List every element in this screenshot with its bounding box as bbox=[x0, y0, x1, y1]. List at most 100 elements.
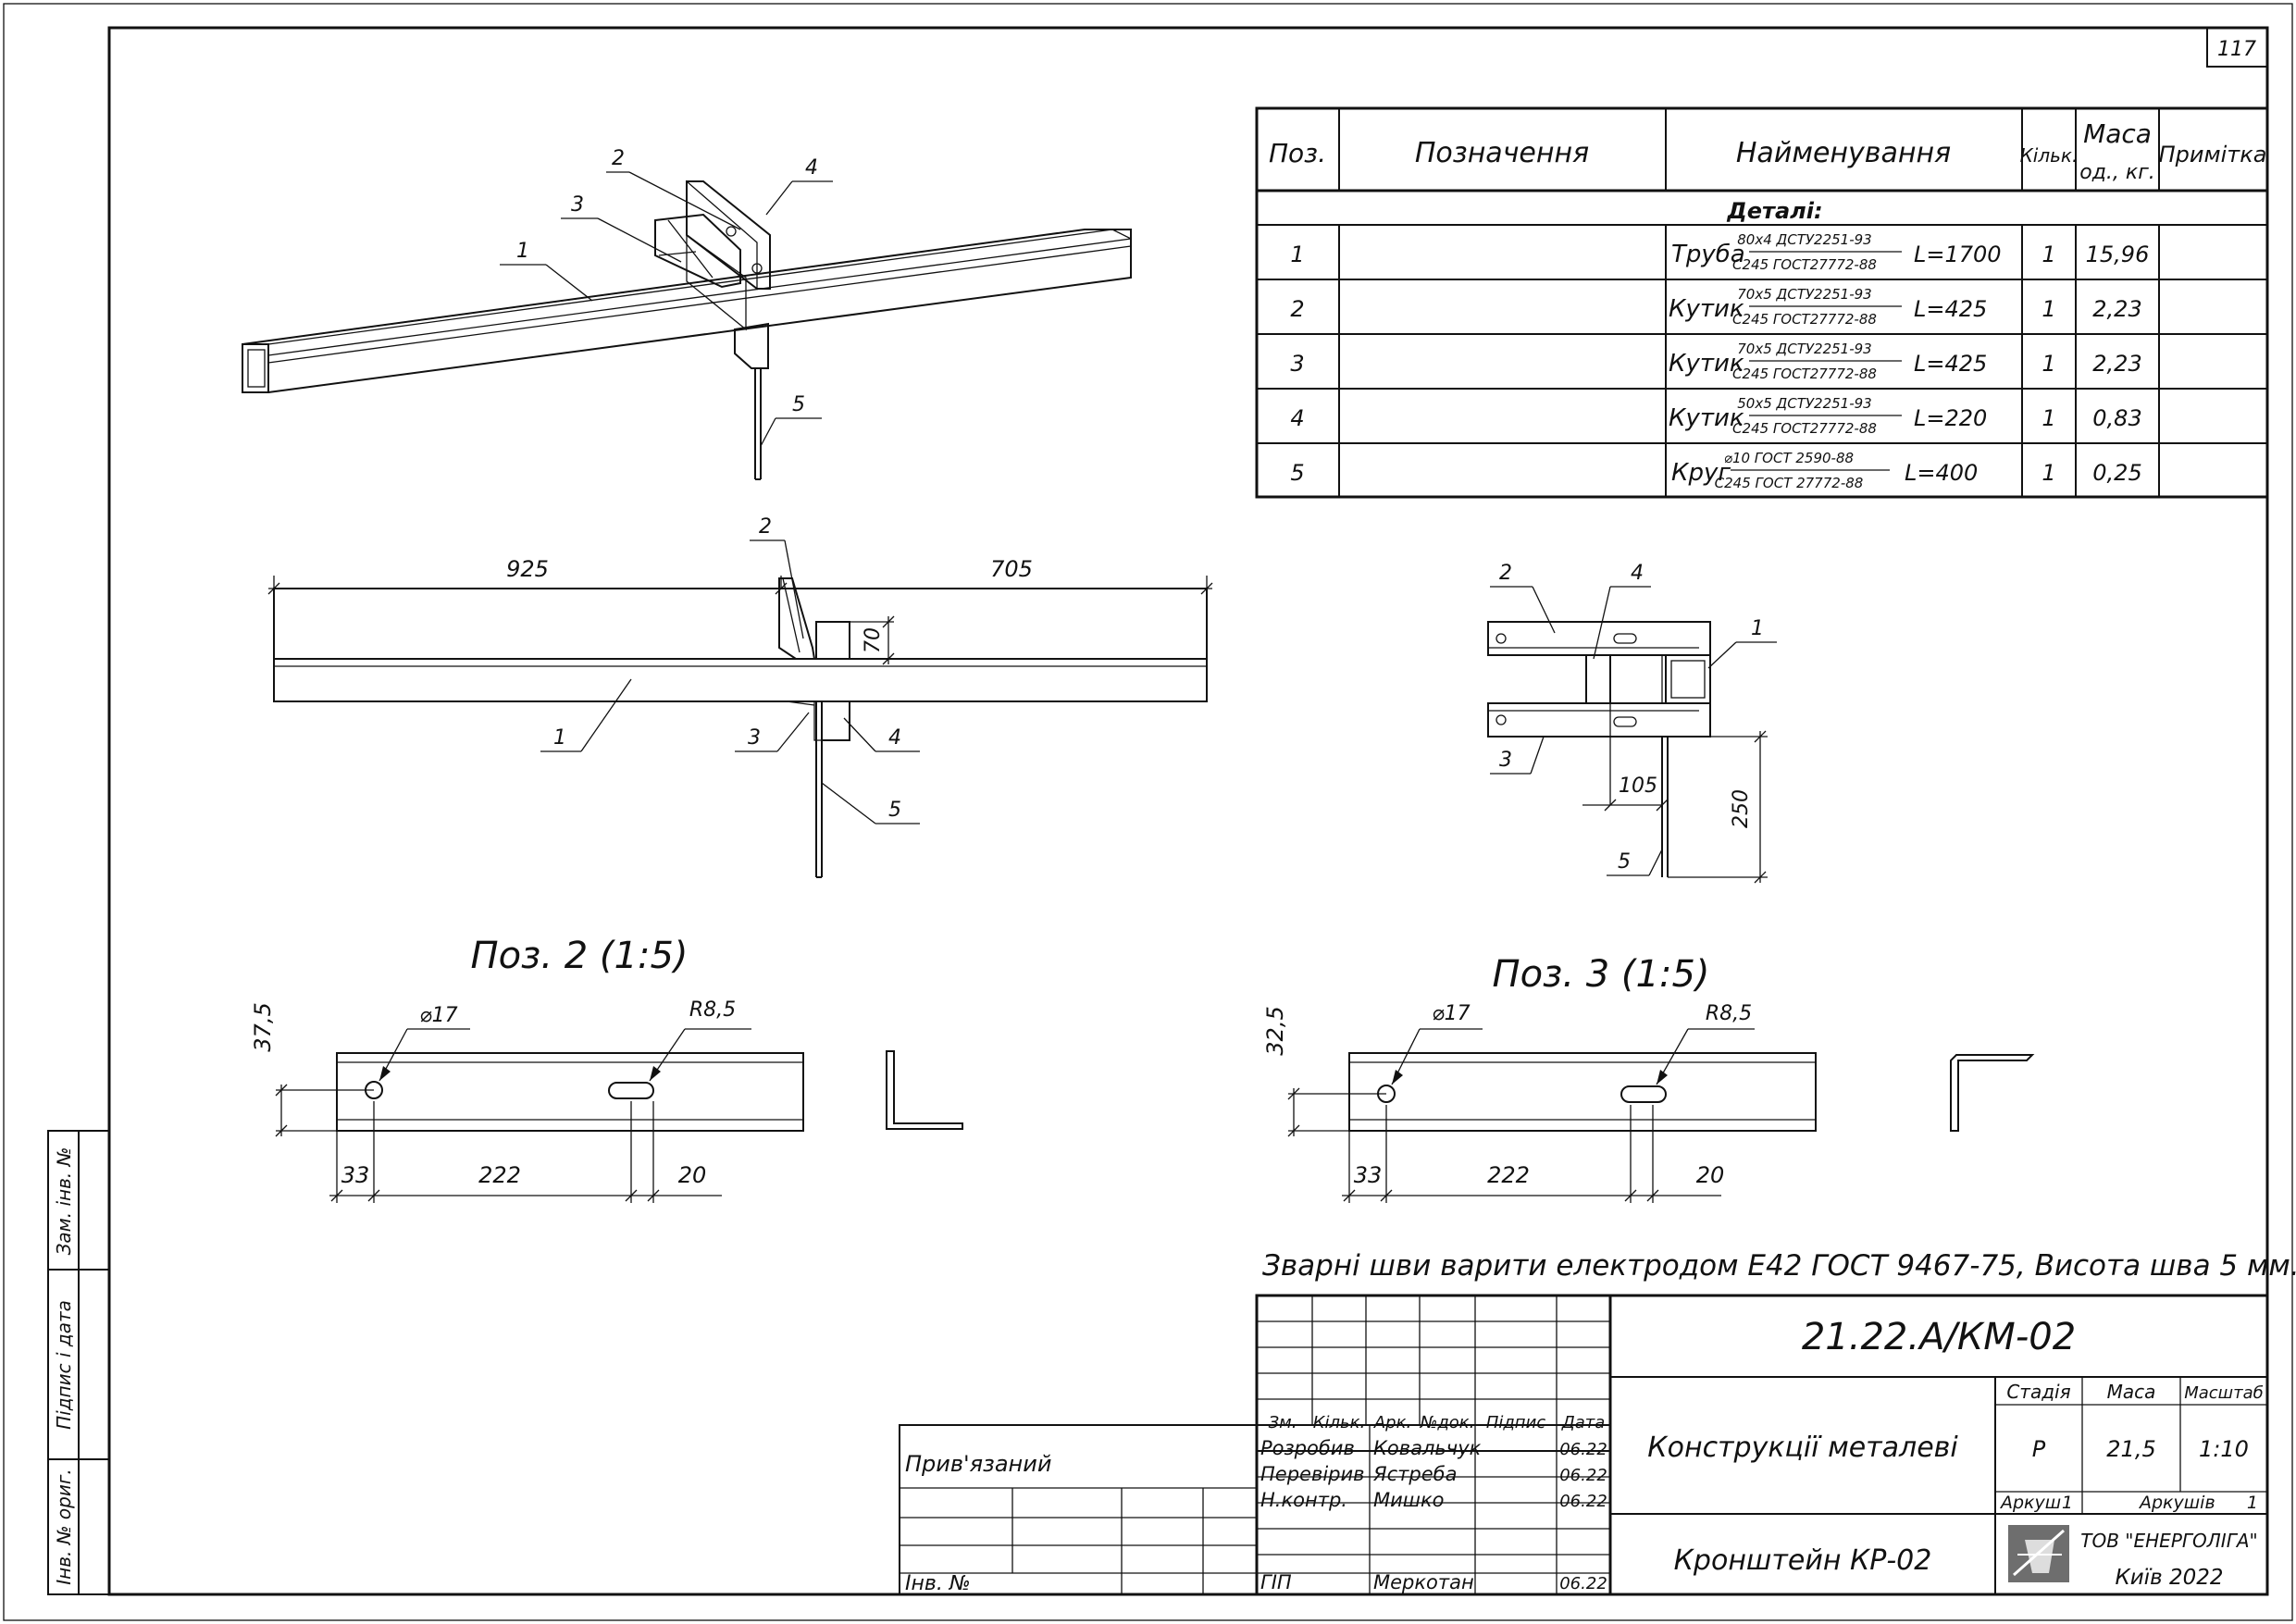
row-name: Кутик bbox=[1669, 350, 1744, 378]
detail-2-dim-height: 37,5 bbox=[250, 1002, 276, 1051]
row-name: Кутик bbox=[1669, 404, 1744, 432]
row-qty: 1 bbox=[2042, 460, 2055, 486]
front-label: 3 bbox=[748, 726, 761, 750]
tb-role: Розробив bbox=[1260, 1437, 1355, 1459]
detail-pos2: Поз. 2 (1:5) 37,5 33 222 20 ⌀17 bbox=[250, 935, 963, 1203]
row-length: L=1700 bbox=[1914, 242, 2002, 267]
detail-2-dim-c: 20 bbox=[678, 1162, 707, 1188]
company-city: Київ 2022 bbox=[2115, 1566, 2223, 1590]
front-label: 5 bbox=[888, 799, 901, 822]
tb-header: Дата bbox=[1561, 1413, 1606, 1432]
side-stamp: Зам. інв. № Підпис і дата Інв. № ориг. bbox=[47, 1130, 110, 1595]
tb-header: Зм. bbox=[1269, 1413, 1297, 1432]
side-stamp-signature-date: Підпис і дата bbox=[53, 1300, 75, 1430]
side-label: 5 bbox=[1618, 850, 1631, 874]
header-note: Примітка bbox=[2159, 142, 2267, 167]
tb-header: Арк. bbox=[1373, 1413, 1411, 1432]
drawing-name: Кронштейн КР-02 bbox=[1674, 1544, 1932, 1577]
row-steel: С245 ГОСТ27772-88 bbox=[1732, 311, 1877, 328]
row-pos: 5 bbox=[1290, 460, 1304, 486]
tb-role: Н.контр. bbox=[1260, 1489, 1347, 1511]
header-designation: Позначення bbox=[1415, 137, 1589, 169]
row-profile: 70x5 ДСТУ2251-93 bbox=[1737, 286, 1871, 303]
bound-inv-label: Інв. № bbox=[905, 1572, 971, 1595]
iso-label: 2 bbox=[612, 147, 625, 170]
side-label: 2 bbox=[1499, 562, 1512, 585]
mass-label: Маса bbox=[2107, 1381, 2156, 1403]
side-stamp-original-inv: Інв. № ориг. bbox=[53, 1469, 75, 1584]
row-length: L=220 bbox=[1914, 405, 1987, 431]
sheet-value: 1 bbox=[2062, 1493, 2073, 1513]
spec-table: Поз. Позначення Найменування Кільк. Маса… bbox=[1255, 106, 2269, 499]
scale-label: Масштаб bbox=[2184, 1383, 2264, 1403]
front-label: 1 bbox=[553, 726, 566, 750]
iso-label: 5 bbox=[792, 393, 805, 416]
dim-705: 705 bbox=[990, 556, 1033, 582]
header-qty: Кільк. bbox=[2020, 144, 2079, 167]
side-label: 1 bbox=[1751, 617, 1764, 640]
detail-3-slot: R8,5 bbox=[1706, 1002, 1752, 1025]
detail-2-dim-a: 33 bbox=[341, 1162, 370, 1188]
row-length: L=425 bbox=[1914, 351, 1987, 377]
row-profile: 80x4 ДСТУ2251-93 bbox=[1737, 231, 1871, 248]
tb-role: ГІП bbox=[1260, 1571, 1292, 1593]
iso-label: 1 bbox=[516, 240, 529, 263]
sheets-value: 1 bbox=[2247, 1493, 2258, 1513]
tb-header: №док. bbox=[1420, 1413, 1475, 1432]
outer-border bbox=[3, 3, 2293, 1621]
isometric-view: 1 2 3 4 5 bbox=[242, 147, 1132, 480]
tb-role: Перевірив bbox=[1260, 1463, 1365, 1485]
table-row: 3 Кутик 70x5 ДСТУ2251-93 С245 ГОСТ27772-… bbox=[1290, 341, 2141, 382]
table-row: 2 Кутик 70x5 ДСТУ2251-93 С245 ГОСТ27772-… bbox=[1290, 286, 2141, 328]
row-name: Кутик bbox=[1669, 295, 1744, 323]
sheet-number: 117 bbox=[2217, 38, 2256, 61]
table-row: 1 Труба 80x4 ДСТУ2251-93 С245 ГОСТ27772-… bbox=[1290, 231, 2149, 273]
project-title: Конструкції металеві bbox=[1647, 1432, 1958, 1464]
row-pos: 4 bbox=[1290, 405, 1304, 431]
tb-person: Меркотан bbox=[1373, 1571, 1474, 1593]
header-mass: Маса bbox=[2083, 118, 2152, 149]
row-mass: 15,96 bbox=[2086, 242, 2150, 267]
front-view: 925 705 70 2 1 3 4 5 bbox=[267, 515, 1213, 878]
company-logo bbox=[2008, 1525, 2069, 1582]
row-profile: 50x5 ДСТУ2251-93 bbox=[1737, 395, 1871, 412]
row-mass: 2,23 bbox=[2092, 296, 2141, 322]
detail-3-dim-b: 222 bbox=[1487, 1162, 1530, 1188]
tb-date: 06.22 bbox=[1559, 1466, 1607, 1485]
row-profile: 70x5 ДСТУ2251-93 bbox=[1737, 341, 1871, 357]
detail-pos3: Поз. 3 (1:5) 32,5 33 222 20 ⌀17 bbox=[1262, 953, 2035, 1203]
side-stamp-replace-inv: Зам. інв. № bbox=[53, 1147, 75, 1256]
sheet-number-box: 117 bbox=[2206, 27, 2268, 68]
tb-person: Мишко bbox=[1373, 1489, 1445, 1511]
stage-label: Стадія bbox=[2006, 1381, 2070, 1403]
row-pos: 2 bbox=[1290, 296, 1304, 322]
row-mass: 2,23 bbox=[2092, 351, 2141, 377]
row-length: L=425 bbox=[1914, 296, 1987, 322]
tb-header: Кільк. bbox=[1313, 1413, 1366, 1432]
drawing-code: 21.22.А/КМ-02 bbox=[1802, 1316, 2076, 1358]
title-block: Зм. Кільк. Арк. №док. Підпис Дата Розроб… bbox=[1255, 1294, 2269, 1596]
detail-3-hole: ⌀17 bbox=[1432, 1002, 1470, 1025]
row-mass: 0,83 bbox=[2092, 405, 2141, 431]
tb-date: 06.22 bbox=[1559, 1492, 1607, 1511]
header-pos: Поз. bbox=[1269, 138, 1326, 168]
row-name: Круг bbox=[1671, 459, 1731, 487]
row-qty: 1 bbox=[2042, 351, 2055, 377]
section-parts: Деталі: bbox=[1726, 198, 1822, 224]
detail-3-title: Поз. 3 (1:5) bbox=[1493, 953, 1710, 996]
detail-2-title: Поз. 2 (1:5) bbox=[471, 935, 689, 977]
row-qty: 1 bbox=[2042, 405, 2055, 431]
detail-3-dim-a: 33 bbox=[1354, 1162, 1383, 1188]
tb-person: Ковальчук bbox=[1373, 1437, 1482, 1459]
front-label: 2 bbox=[759, 515, 772, 539]
dim-250: 250 bbox=[1730, 789, 1753, 828]
row-steel: С245 ГОСТ27772-88 bbox=[1732, 420, 1877, 437]
row-steel: С245 ГОСТ27772-88 bbox=[1732, 366, 1877, 382]
scale-value: 1:10 bbox=[2199, 1436, 2249, 1462]
front-label: 4 bbox=[888, 726, 901, 750]
bound-label: Прив'язаний bbox=[905, 1451, 1051, 1477]
tb-date: 06.22 bbox=[1559, 1574, 1607, 1593]
dim-70: 70 bbox=[862, 627, 885, 653]
iso-label: 4 bbox=[805, 156, 818, 180]
